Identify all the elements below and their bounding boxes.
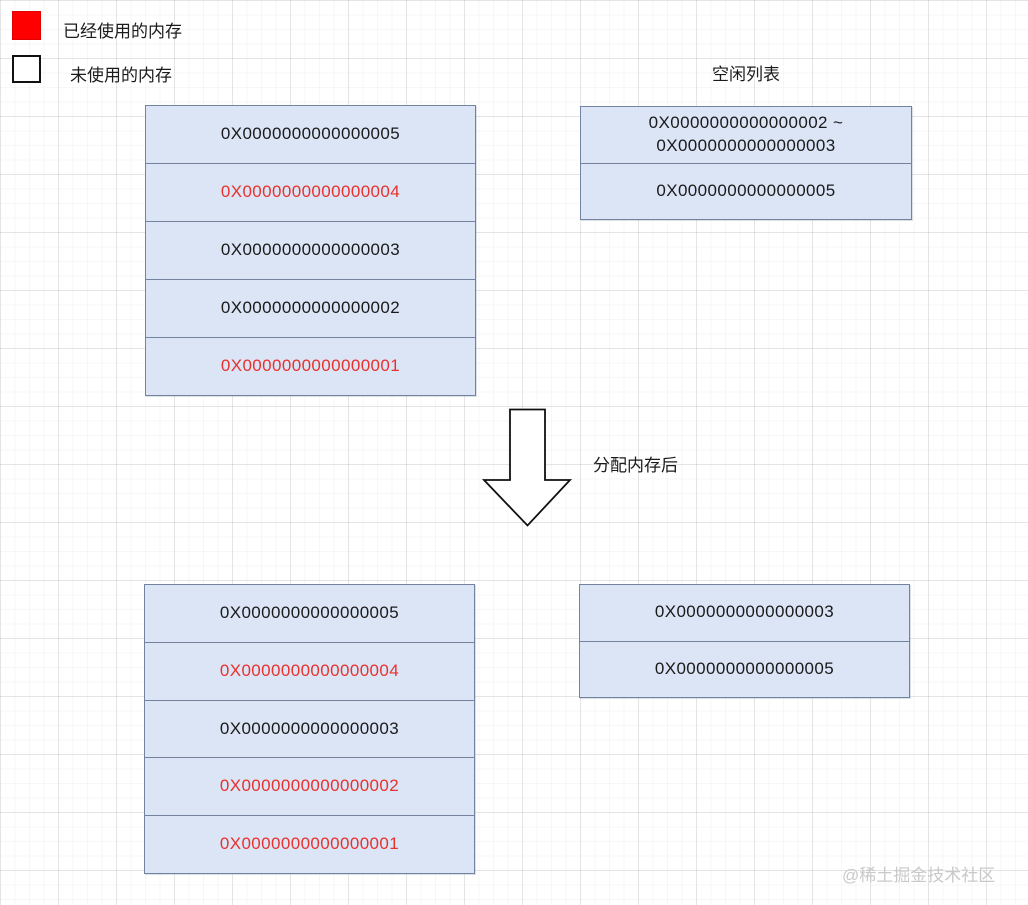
memory-cell: 0X0000000000000001 <box>145 815 474 873</box>
legend-free-label: 未使用的内存 <box>70 66 172 85</box>
memory-cell: 0X0000000000000003 <box>146 221 475 279</box>
memory-stack-after: 0X0000000000000005 0X0000000000000004 0X… <box>144 584 475 874</box>
legend-used-label: 已经使用的内存 <box>63 22 182 41</box>
watermark: @稀土掘金技术社区 <box>842 866 996 885</box>
free-list-cell: 0X0000000000000005 <box>581 162 911 220</box>
legend-free-swatch <box>12 55 41 83</box>
arrow-label: 分配内存后 <box>593 456 678 475</box>
memory-cell: 0X0000000000000004 <box>145 641 474 700</box>
memory-stack-before: 0X0000000000000005 0X0000000000000004 0X… <box>145 105 476 396</box>
free-list-cell: 0X0000000000000002 ~ 0X0000000000000003 <box>648 112 844 155</box>
memory-cell: 0X0000000000000002 <box>145 757 474 815</box>
memory-cell: 0X0000000000000001 <box>146 337 475 395</box>
free-list-before: 0X0000000000000002 ~ 0X0000000000000003 … <box>580 106 912 220</box>
memory-cell: 0X0000000000000005 <box>220 124 401 144</box>
memory-cell: 0X0000000000000003 <box>145 699 474 758</box>
memory-cell: 0X0000000000000002 <box>146 279 475 337</box>
down-arrow-icon <box>481 408 573 527</box>
memory-cell: 0X0000000000000004 <box>146 163 475 221</box>
free-list-after: 0X0000000000000003 0X0000000000000005 <box>579 584 910 698</box>
memory-cell: 0X0000000000000005 <box>219 602 400 622</box>
free-list-cell: 0X0000000000000003 <box>654 602 835 622</box>
legend-used-swatch <box>12 11 41 40</box>
free-list-cell: 0X0000000000000005 <box>580 640 909 698</box>
free-list-title: 空闲列表 <box>712 65 780 84</box>
